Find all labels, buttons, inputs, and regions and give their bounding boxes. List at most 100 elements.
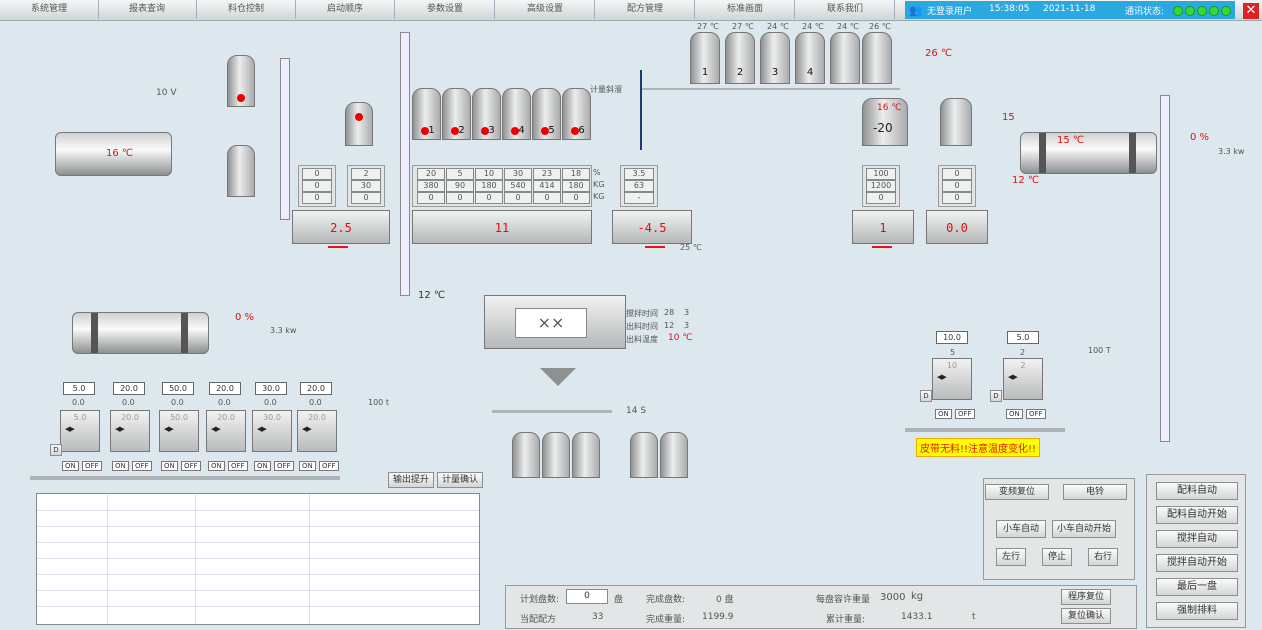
done-value: 0 盘 — [716, 595, 734, 605]
right-feeder-2[interactable]: 2◀▶ — [1003, 358, 1043, 400]
mode-button[interactable]: D — [920, 390, 932, 402]
mix-auto-button[interactable]: 搅拌自动 — [1156, 530, 1238, 548]
on-button[interactable]: ON — [299, 461, 316, 471]
agg-bin-2[interactable]: 2 — [442, 88, 471, 140]
cement-silo-3[interactable]: 3 — [760, 32, 790, 84]
feeder-inner: 5.0 — [73, 413, 87, 422]
vfd-reset-button[interactable]: 变频复位 — [985, 484, 1049, 500]
agg-bin-6[interactable]: 6 — [562, 88, 591, 140]
feeder-setpoint[interactable]: 50.0 — [162, 382, 194, 395]
cement-silo-6[interactable] — [862, 32, 892, 84]
feeder-5[interactable]: 30.0◀▶ — [252, 410, 292, 452]
cement-silo-1[interactable]: 1 — [690, 32, 720, 84]
batch-auto-start-button[interactable]: 配料自动开始 — [1156, 506, 1238, 524]
feeder-setpoint[interactable]: 10.0 — [936, 331, 968, 344]
additive-tank[interactable] — [940, 98, 972, 146]
agg-bin-4[interactable]: 4 — [502, 88, 531, 140]
lower-dryer-drum[interactable] — [72, 312, 209, 354]
tank-1[interactable] — [512, 432, 540, 478]
right-feeder-1[interactable]: 10◀▶ — [932, 358, 972, 400]
feeder-setpoint[interactable]: 20.0 — [300, 382, 332, 395]
cement-silo-4[interactable]: 4 — [795, 32, 825, 84]
menu-standard[interactable]: 标准画面 — [696, 0, 795, 19]
on-button[interactable]: ON — [161, 461, 178, 471]
mixer[interactable]: ⨯⨯ — [484, 295, 626, 349]
menu-recipe[interactable]: 配方管理 — [596, 0, 695, 19]
force-discharge-button[interactable]: 强制排料 — [1156, 602, 1238, 620]
user-icon: 👥 — [909, 4, 923, 17]
close-icon[interactable]: ✕ — [1243, 3, 1259, 19]
menu-contact[interactable]: 联系我们 — [796, 0, 895, 19]
off-button[interactable]: OFF — [132, 461, 152, 471]
plan-input[interactable]: 0 — [566, 589, 608, 604]
tank-5[interactable] — [660, 432, 688, 478]
feeder-2[interactable]: 20.0◀▶ — [110, 410, 150, 452]
lift-output-button[interactable]: 输出提升 — [388, 472, 434, 488]
motor-power: 3.3 kw — [270, 326, 297, 335]
sand-silo-2[interactable] — [227, 145, 255, 197]
feeder-setpoint[interactable]: 30.0 — [255, 382, 287, 395]
feeder-3[interactable]: 50.0◀▶ — [159, 410, 199, 452]
additive-scale[interactable]: 0.0 — [926, 210, 988, 244]
reset-confirm-button[interactable]: 复位确认 — [1061, 608, 1111, 624]
aggregate-scale[interactable]: 11 — [412, 210, 592, 244]
tank-3[interactable] — [572, 432, 600, 478]
off-button[interactable]: OFF — [82, 461, 102, 471]
menu-bin-control[interactable]: 料仓控制 — [197, 0, 296, 19]
on-button[interactable]: ON — [1006, 409, 1023, 419]
mix-auto-start-button[interactable]: 搅拌自动开始 — [1156, 554, 1238, 572]
car-auto-button[interactable]: 小车自动 — [996, 520, 1046, 538]
agg-bin-1[interactable]: 1 — [412, 88, 441, 140]
feeder-setpoint[interactable]: 20.0 — [209, 382, 241, 395]
feeder-4[interactable]: 20.0◀▶ — [206, 410, 246, 452]
off-button[interactable]: OFF — [228, 461, 248, 471]
on-button[interactable]: ON — [935, 409, 952, 419]
cement-silo-5[interactable] — [830, 32, 860, 84]
agg-bin-5[interactable]: 5 — [532, 88, 561, 140]
right-dryer-drum[interactable]: 15 ℃ — [1020, 132, 1157, 174]
cement-scale[interactable]: -4.5 — [612, 210, 692, 244]
move-left-button[interactable]: 左行 — [996, 548, 1026, 566]
metering-confirm-button[interactable]: 计量确认 — [437, 472, 483, 488]
menu-params[interactable]: 参数设置 — [396, 0, 495, 19]
batch-auto-button[interactable]: 配料自动 — [1156, 482, 1238, 500]
cell: 0 — [475, 192, 503, 204]
comm-led-icon — [1197, 6, 1207, 16]
bell-button[interactable]: 电铃 — [1063, 484, 1127, 500]
tank-4[interactable] — [630, 432, 658, 478]
menu-report[interactable]: 报表查询 — [98, 0, 197, 19]
on-button[interactable]: ON — [254, 461, 271, 471]
additive-silo[interactable] — [345, 102, 373, 146]
menu-system[interactable]: 系统管理 — [0, 0, 99, 19]
program-reset-button[interactable]: 程序复位 — [1061, 589, 1111, 605]
on-button[interactable]: ON — [112, 461, 129, 471]
off-button[interactable]: OFF — [1026, 409, 1046, 419]
off-button[interactable]: OFF — [955, 409, 975, 419]
car-auto-start-button[interactable]: 小车自动开始 — [1052, 520, 1116, 538]
water-tank[interactable]: 16 ℃ -20 — [862, 98, 908, 146]
feeder-6[interactable]: 20.0◀▶ — [297, 410, 337, 452]
dryer-drum[interactable]: 16 ℃ — [55, 132, 172, 176]
feeder-setpoint[interactable]: 5.0 — [63, 382, 95, 395]
sand-silo-1[interactable] — [227, 55, 255, 107]
off-button[interactable]: OFF — [274, 461, 294, 471]
off-button[interactable]: OFF — [181, 461, 201, 471]
menu-advanced[interactable]: 高级设置 — [496, 0, 595, 19]
menu-start-order[interactable]: 启动顺序 — [296, 0, 395, 19]
feeder-setpoint[interactable]: 5.0 — [1007, 331, 1039, 344]
off-button[interactable]: OFF — [319, 461, 339, 471]
mode-button[interactable]: D — [990, 390, 1002, 402]
cement-silo-2[interactable]: 2 — [725, 32, 755, 84]
sand-scale[interactable]: 2.5 — [292, 210, 390, 244]
feeder-1[interactable]: 5.0◀▶ — [60, 410, 100, 452]
agg-bin-3[interactable]: 3 — [472, 88, 501, 140]
on-button[interactable]: ON — [208, 461, 225, 471]
move-right-button[interactable]: 右行 — [1088, 548, 1118, 566]
mode-button[interactable]: D — [50, 444, 62, 456]
stop-button[interactable]: 停止 — [1042, 548, 1072, 566]
last-batch-button[interactable]: 最后一盘 — [1156, 578, 1238, 596]
water-scale[interactable]: 1 — [852, 210, 914, 244]
tank-2[interactable] — [542, 432, 570, 478]
on-button[interactable]: ON — [62, 461, 79, 471]
feeder-setpoint[interactable]: 20.0 — [113, 382, 145, 395]
